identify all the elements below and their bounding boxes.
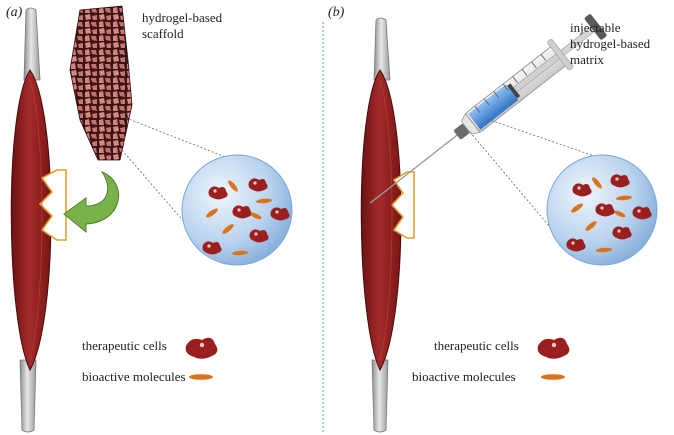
scaffold <box>69 5 133 161</box>
molecule-icon-b <box>541 374 565 380</box>
tendon-top-a <box>23 7 41 81</box>
molecule-icon-a <box>189 374 213 380</box>
panel-a-label: (a) <box>6 5 23 20</box>
cell-icon-a <box>185 337 218 359</box>
muscle-belly-b <box>360 69 402 372</box>
legend-molecules-b: bioactive molecules <box>412 369 516 384</box>
muscle-b <box>360 17 415 433</box>
cells-b <box>566 174 652 252</box>
scaffold-label-line1: hydrogel-based <box>142 10 223 25</box>
scaffold-block <box>69 5 133 161</box>
curved-arrow-icon <box>63 170 119 234</box>
matrix-label-line2: hydrogel-based <box>570 36 651 51</box>
tendon-bottom-b <box>371 359 389 433</box>
legend-cells-b: therapeutic cells <box>434 338 519 353</box>
muscle-belly-a <box>10 69 52 372</box>
matrix-label-line3: matrix <box>570 52 604 67</box>
cells-a <box>202 178 290 255</box>
magnified-view-a <box>181 154 293 266</box>
cell-icon-b <box>537 337 570 359</box>
panel-b-label: (b) <box>328 5 345 20</box>
tendon-bottom-a <box>19 359 37 433</box>
muscle-wound-a <box>38 169 67 241</box>
muscle-a <box>10 7 67 433</box>
molecules-a <box>206 180 272 256</box>
muscle-wound-b <box>390 171 415 239</box>
molecules-b <box>571 177 632 253</box>
scaffold-label-line2: scaffold <box>142 26 184 41</box>
syringe-icon <box>369 14 607 204</box>
legend-molecules-a: bioactive molecules <box>82 369 186 384</box>
legend-cells-a: therapeutic cells <box>82 338 167 353</box>
magnified-view-b <box>546 154 658 266</box>
matrix-label-line1: injectable <box>570 20 621 35</box>
tendon-top-b <box>373 17 391 81</box>
